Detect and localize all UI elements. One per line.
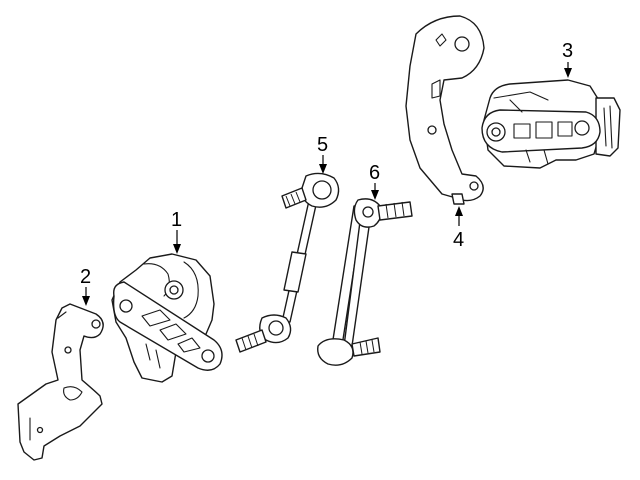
callout-5: 5 [317, 134, 328, 174]
callout-2: 2 [80, 266, 91, 306]
callout-label: 2 [80, 266, 91, 288]
callout-label: 5 [317, 134, 328, 156]
part-1-height-sensor[interactable] [111, 253, 223, 383]
part-6-link-rod[interactable] [317, 198, 413, 366]
callout-label: 1 [171, 209, 182, 231]
part-4-bracket[interactable] [405, 15, 485, 205]
callout-label: 4 [453, 229, 464, 251]
callout-1: 1 [171, 209, 182, 254]
callout-3: 3 [562, 40, 573, 78]
part-3-height-sensor[interactable] [481, 79, 621, 169]
part-2-bracket[interactable] [17, 303, 104, 461]
callout-4: 4 [453, 206, 464, 251]
part-5-link-rod[interactable] [235, 172, 340, 353]
callout-6: 6 [369, 162, 380, 200]
callout-label: 6 [369, 162, 380, 184]
callout-label: 3 [562, 40, 573, 62]
